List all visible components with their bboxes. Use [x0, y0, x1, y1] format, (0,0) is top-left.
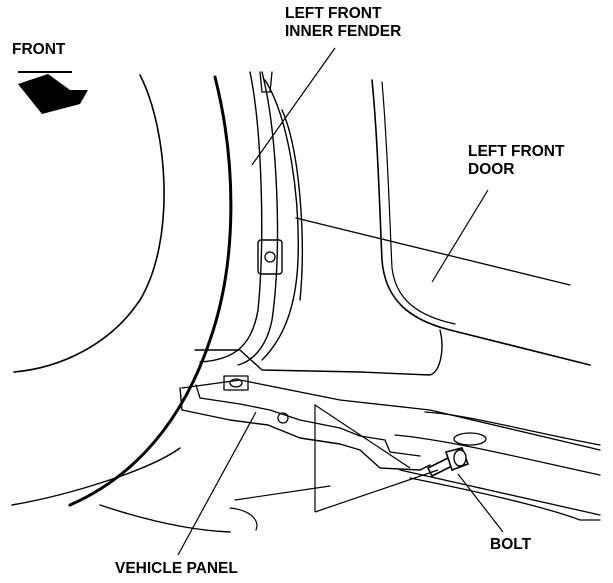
- door-front-edge-inner: [381, 81, 456, 325]
- label-line: LEFT FRONT: [285, 5, 382, 22]
- door-front-edge: [371, 79, 591, 366]
- inner-fender-clip: [259, 71, 273, 93]
- sill-box-top: [195, 384, 421, 457]
- bolt-illustration: [427, 447, 470, 477]
- front-direction-arrow-icon: [18, 71, 88, 114]
- inner-fender-bracket: [257, 239, 283, 275]
- sill-tab: [223, 375, 249, 391]
- sill-upper: [181, 379, 601, 451]
- sill-box: [179, 387, 431, 471]
- splash-panel: [194, 329, 443, 376]
- label-left-front-door: LEFT FRONT DOOR: [468, 143, 564, 179]
- label-line: DOOR: [468, 161, 515, 178]
- fender-outer-curve: [68, 75, 233, 507]
- leader-lines: [177, 47, 504, 556]
- floor-edge: [399, 469, 601, 521]
- label-left-front-inner-fender: LEFT FRONT INNER FENDER: [285, 5, 401, 41]
- door-belt-line: [295, 217, 571, 286]
- inner-fender-strip: [199, 71, 279, 366]
- label-bolt: BOLT: [490, 536, 532, 553]
- label-line: LEFT FRONT: [468, 143, 565, 160]
- floor-hole: [453, 432, 487, 446]
- lower-body-outline: [11, 447, 231, 533]
- label-vehicle-panel: VEHICLE PANEL: [115, 560, 238, 577]
- floor-panel-outline: [229, 485, 331, 531]
- wheel-arch-outline: [13, 74, 165, 373]
- label-front: FRONT: [12, 41, 66, 58]
- sill-tab-hole: [229, 378, 243, 388]
- inner-fender-wall: [261, 79, 303, 361]
- panel-bolt-hole: [277, 412, 289, 424]
- rocker-panel: [394, 411, 601, 476]
- bracket-hole: [264, 251, 276, 263]
- label-line: INNER FENDER: [285, 23, 402, 40]
